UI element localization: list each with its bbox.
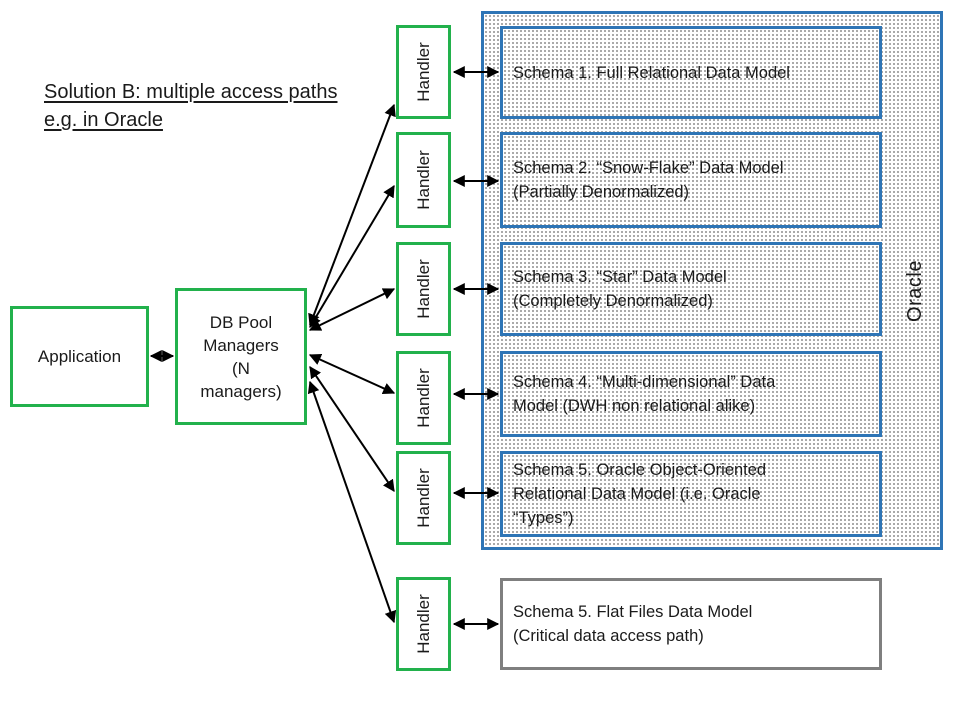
db-pool-label: DB Pool Managers (N managers) xyxy=(200,312,282,401)
pool-handler-3-connector xyxy=(308,288,396,331)
pool-handler-6-connector xyxy=(307,380,397,624)
diagram-title: Solution B: multiple access paths e.g. i… xyxy=(44,81,338,131)
application-label: Application xyxy=(37,347,122,366)
handler-1[interactable]: Handler xyxy=(396,25,451,119)
pool-handler-1-connector xyxy=(308,103,396,327)
pool-handler-5-connector xyxy=(309,366,395,492)
handler-2[interactable]: Handler xyxy=(396,132,451,228)
application-box[interactable]: Application xyxy=(10,306,149,407)
schema-flat-files-text: Schema 5. Flat Files Data Model(Critical… xyxy=(513,603,753,645)
schema-2-box[interactable]: Schema 2. “Snow-Flake” Data Model(Partia… xyxy=(500,132,882,228)
handler-4[interactable]: Handler xyxy=(396,351,451,445)
pool-handler-2-connector xyxy=(309,184,395,329)
schema-3-text: Schema 3. “Star” Data Model(Completely D… xyxy=(513,268,727,310)
handler-6[interactable]: Handler xyxy=(396,577,451,671)
schema-3-box[interactable]: Schema 3. “Star” Data Model(Completely D… xyxy=(500,242,882,336)
schema-1-text: Schema 1. Full Relational Data Model xyxy=(513,63,790,82)
handler-5[interactable]: Handler xyxy=(396,451,451,545)
schema-2-text: Schema 2. “Snow-Flake” Data Model(Partia… xyxy=(513,159,784,201)
schema-flat-files-box[interactable]: Schema 5. Flat Files Data Model(Critical… xyxy=(500,578,882,670)
db-pool-managers-box[interactable]: DB Pool Managers (N managers) xyxy=(175,288,307,425)
handler-3[interactable]: Handler xyxy=(396,242,451,336)
schema-1-box[interactable]: Schema 1. Full Relational Data Model xyxy=(500,26,882,119)
